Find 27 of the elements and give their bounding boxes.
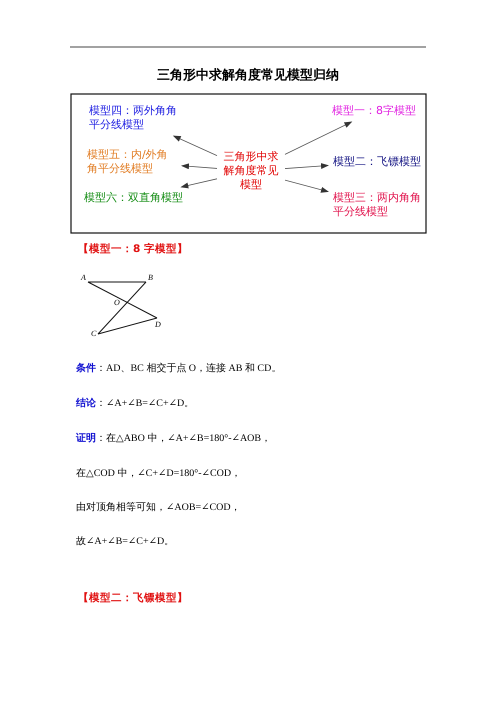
point-label: A: [81, 273, 86, 282]
branch-text: 模型四：两外角角平分线模型: [89, 104, 179, 132]
arrow: [284, 122, 352, 155]
arrow: [180, 178, 218, 188]
point-label: D: [155, 320, 161, 329]
topic-text: 三角形中求解角度常见模型: [222, 150, 280, 192]
branch-text: 模型二：飞镖模型: [333, 155, 421, 169]
section-heading: 【模型一：8 字模型】: [78, 242, 188, 256]
arrow: [172, 136, 218, 156]
branch-text: 模型三：两内角角平分线模型: [333, 191, 423, 219]
text-line: 故∠A+∠B=∠C+∠D。: [76, 535, 174, 548]
text-line: 结论：∠A+∠B=∠C+∠D。: [76, 396, 194, 410]
branch-text: 模型五：内/外角角平分线模型: [87, 148, 177, 176]
arrow: [181, 163, 218, 170]
text-line: 条件：AD、BC 相交于点 O，连接 AB 和 CD。: [76, 362, 282, 375]
branch-text: 模型一：8字模型: [332, 104, 416, 118]
point-label: C: [91, 329, 96, 338]
text-line: 在△COD 中，∠C+∠D=180°-∠COD，: [76, 466, 242, 480]
text-line: 由对顶角相等可知，∠AOB=∠COD，: [76, 500, 241, 514]
point-label: B: [148, 273, 153, 282]
section-heading: 【模型二：飞镖模型】: [78, 591, 188, 605]
arrow: [284, 180, 329, 193]
title: 三角形中求解角度常见模型归纳: [156, 66, 340, 84]
branch-text: 模型六：双直角模型: [84, 191, 183, 205]
point-label: O: [114, 298, 120, 307]
arrow: [284, 163, 329, 169]
text-line: 证明：在△ABO 中，∠A+∠B=180°-∠AOB，: [76, 432, 272, 445]
